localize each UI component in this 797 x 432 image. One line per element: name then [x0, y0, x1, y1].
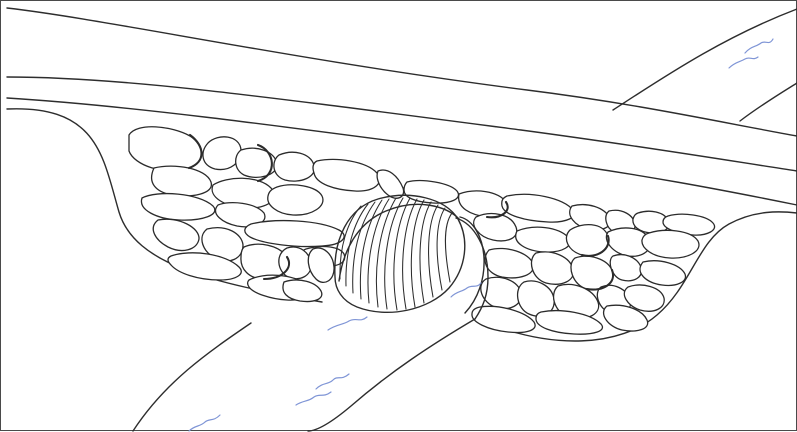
- upstream-channel: [613, 9, 797, 121]
- road-embankment: [7, 8, 797, 341]
